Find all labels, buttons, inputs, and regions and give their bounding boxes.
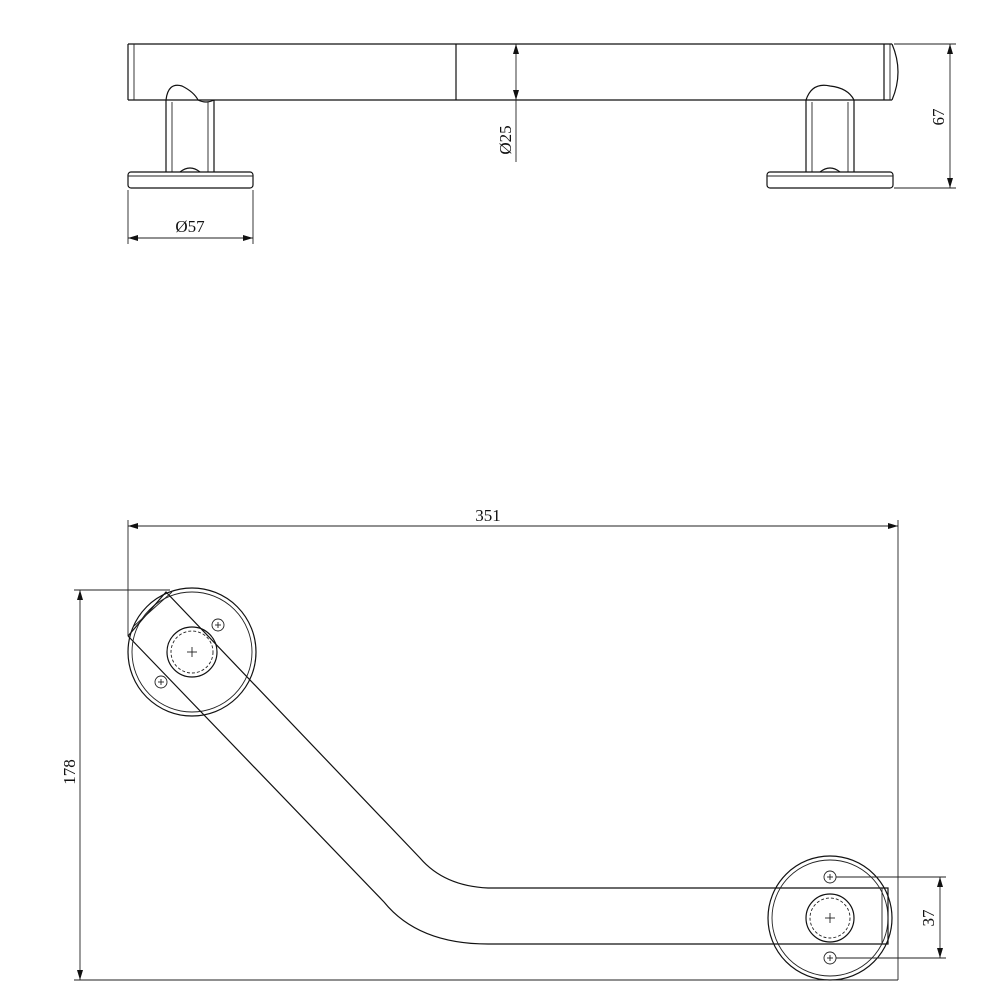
screw-icon bbox=[211, 618, 225, 632]
right-flange bbox=[767, 855, 893, 981]
right-post bbox=[805, 84, 855, 173]
overall-height-label: 178 bbox=[60, 759, 79, 785]
dimension-overall-length: 351 bbox=[127, 506, 899, 980]
side-view: Ø57 Ø25 67 bbox=[127, 43, 956, 244]
overall-length-label: 351 bbox=[475, 506, 501, 525]
dimension-screw-spacing: 37 bbox=[836, 876, 946, 959]
dimension-overall-height: 178 bbox=[60, 589, 898, 981]
dimension-tube-diameter: Ø25 bbox=[496, 44, 519, 162]
screw-icon bbox=[823, 870, 837, 884]
grab-bar-tube bbox=[127, 43, 899, 101]
screw-icon bbox=[823, 951, 837, 965]
dimension-projection: 67 bbox=[894, 43, 956, 189]
tube-diameter-label: Ø25 bbox=[496, 125, 515, 154]
screw-icon bbox=[154, 675, 168, 689]
screw-spacing-label: 37 bbox=[919, 909, 938, 927]
right-base-plate bbox=[766, 171, 894, 189]
projection-label: 67 bbox=[929, 108, 948, 126]
base-diameter-label: Ø57 bbox=[175, 217, 205, 236]
left-flange bbox=[127, 587, 257, 717]
plan-view: 351 178 37 bbox=[60, 506, 946, 981]
dimension-base-diameter: Ø57 bbox=[127, 190, 254, 244]
left-post bbox=[165, 84, 215, 173]
grab-bar-tube-plan bbox=[127, 591, 889, 945]
left-base-plate bbox=[127, 171, 254, 189]
